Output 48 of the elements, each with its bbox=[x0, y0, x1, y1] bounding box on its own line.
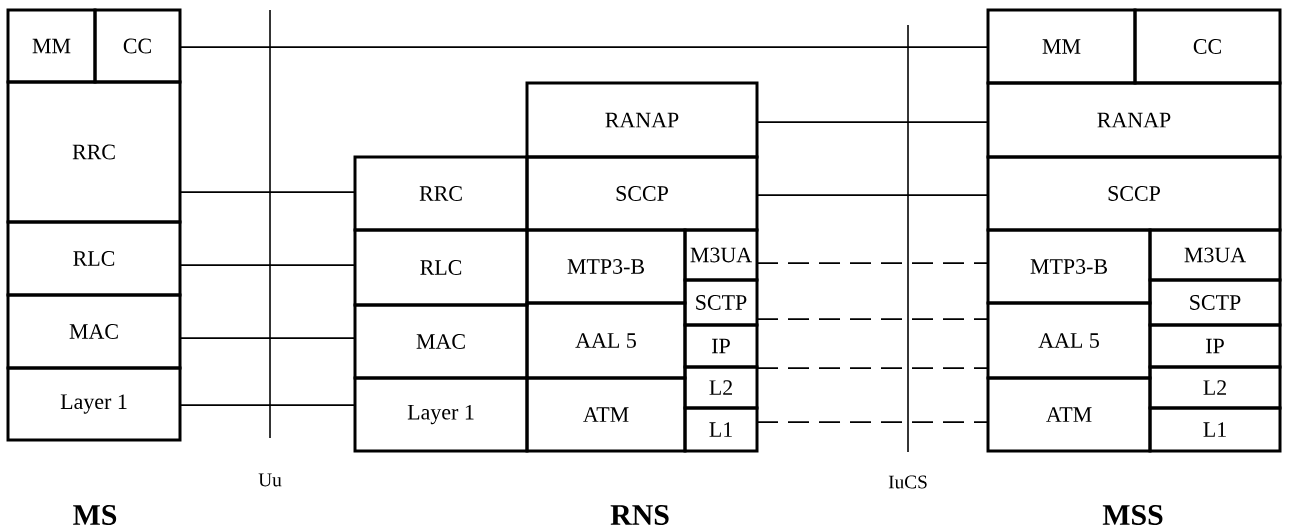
protocol-layer-box: ATM bbox=[525, 376, 687, 453]
protocol-layer-box: SCTP bbox=[683, 278, 759, 327]
protocol-layer-box: M3UA bbox=[683, 228, 759, 282]
protocol-layer-box: CC bbox=[93, 8, 182, 84]
protocol-layer-box: L2 bbox=[683, 365, 759, 410]
connector-line bbox=[756, 318, 989, 320]
protocol-layer-box: SCCP bbox=[525, 155, 759, 232]
protocol-layer-box: RLC bbox=[353, 228, 529, 307]
protocol-layer-box: MM bbox=[986, 8, 1137, 85]
entity-label: RNS bbox=[610, 504, 669, 526]
protocol-layer-box: AAL 5 bbox=[986, 301, 1152, 380]
connector-line bbox=[179, 46, 989, 48]
protocol-layer-box: AAL 5 bbox=[525, 301, 687, 380]
protocol-layer-box: L1 bbox=[1148, 406, 1282, 453]
protocol-layer-box: L2 bbox=[1148, 365, 1282, 410]
connector-line bbox=[756, 194, 989, 196]
entity-label: MS bbox=[73, 504, 117, 526]
protocol-layer-box: MAC bbox=[353, 303, 529, 380]
connector-line bbox=[756, 121, 989, 123]
protocol-layer-box: RRC bbox=[353, 155, 529, 232]
protocol-layer-box: L1 bbox=[683, 406, 759, 453]
protocol-layer-box: MTP3-B bbox=[986, 228, 1152, 305]
entity-label: MSS bbox=[1102, 504, 1163, 526]
protocol-layer-box: MAC bbox=[6, 293, 182, 370]
protocol-layer-box: IP bbox=[683, 323, 759, 369]
protocol-layer-box: RANAP bbox=[525, 81, 759, 159]
protocol-layer-box: M3UA bbox=[1148, 228, 1282, 282]
protocol-layer-box: MM bbox=[6, 8, 97, 84]
protocol-layer-box: SCTP bbox=[1148, 278, 1282, 327]
interface-label: Uu bbox=[258, 473, 282, 487]
protocol-layer-box: IP bbox=[1148, 323, 1282, 369]
connector-line bbox=[179, 337, 356, 339]
protocol-layer-box: Layer 1 bbox=[6, 366, 182, 442]
connector-line bbox=[179, 191, 356, 193]
protocol-layer-box: RANAP bbox=[986, 81, 1282, 159]
connector-line bbox=[756, 262, 989, 264]
interface-label: IuCS bbox=[888, 475, 927, 489]
connector-line bbox=[756, 421, 989, 423]
connector-line bbox=[179, 404, 356, 406]
protocol-layer-box: SCCP bbox=[986, 155, 1282, 232]
protocol-layer-box: MTP3-B bbox=[525, 228, 687, 305]
connector-line bbox=[179, 264, 356, 266]
connector-line bbox=[756, 367, 989, 369]
protocol-layer-box: Layer 1 bbox=[353, 376, 529, 453]
protocol-layer-box: RLC bbox=[6, 220, 182, 297]
protocol-layer-box: RRC bbox=[6, 80, 182, 224]
protocol-layer-box: ATM bbox=[986, 376, 1152, 453]
protocol-layer-box: CC bbox=[1133, 8, 1282, 85]
